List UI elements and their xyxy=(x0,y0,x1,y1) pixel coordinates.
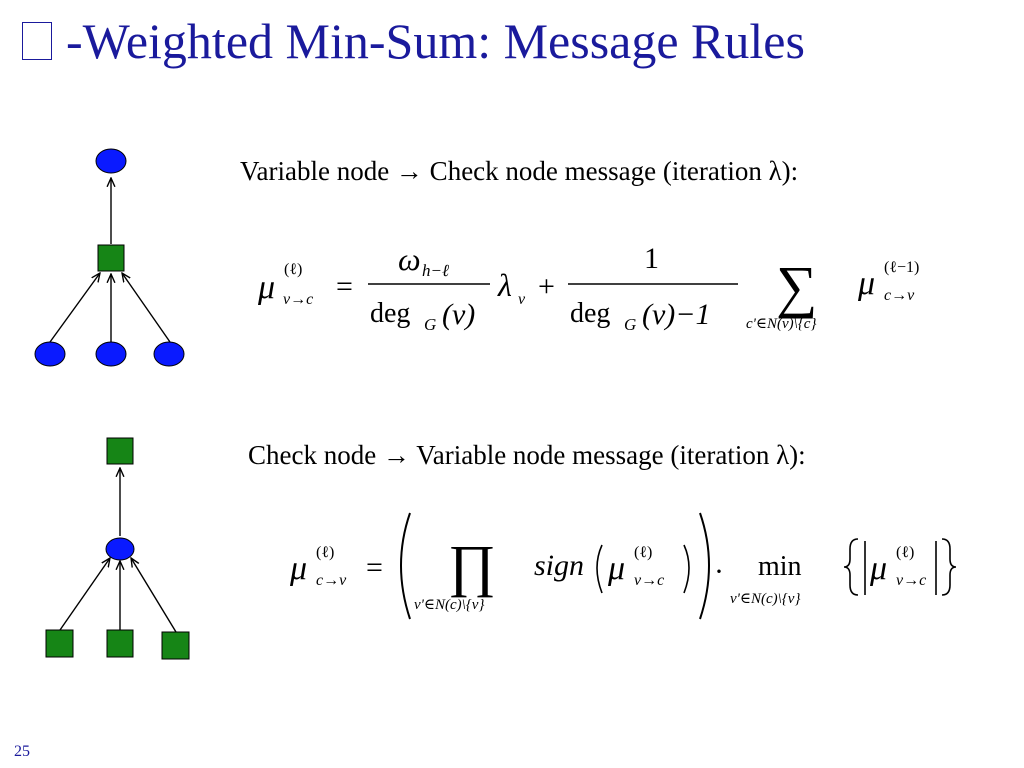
var-to-check-diagram xyxy=(34,148,185,367)
variable-node-middle xyxy=(95,341,127,367)
eq2-abs-sub: v→c xyxy=(896,572,926,589)
edge-right xyxy=(122,273,171,343)
eq1-frac2-num: 1 xyxy=(644,242,659,275)
eq1-sum-symbol: ∑ xyxy=(776,254,817,319)
eq2-right-paren xyxy=(699,512,710,620)
caption-var-to-check: Variable node → Check node message (iter… xyxy=(240,156,799,186)
eq1-lambda: λ xyxy=(497,267,512,303)
equation-var-to-check: μ (ℓ) v→c = ω h−ℓ deg G (v) λ v + 1 deg … xyxy=(257,241,919,334)
eq2-sign-lparen xyxy=(596,544,603,594)
eq1-sum-index: c'∈N(v)\{c} xyxy=(746,316,816,332)
missing-glyph-icon xyxy=(22,22,52,60)
eq2-lhs-sup: (ℓ) xyxy=(316,544,334,561)
eq1-lhs-sub: v→c xyxy=(283,291,313,308)
eq2-sign-sup: (ℓ) xyxy=(634,544,652,561)
check-node-top xyxy=(106,437,134,465)
eq2-prod-index: v'∈N(c)\{v} xyxy=(414,597,484,613)
eq2-sign-mu: μ xyxy=(607,550,625,587)
edge2-right xyxy=(131,558,177,633)
eq1-rhs-mu: μ xyxy=(857,265,875,302)
eq2-sign: sign xyxy=(534,549,584,582)
variable-node-top xyxy=(95,148,127,174)
eq2-abs-sup: (ℓ) xyxy=(896,544,914,561)
eq2-abs-mu: μ xyxy=(869,550,887,587)
eq1-frac1-num: ω xyxy=(398,241,421,277)
eq1-frac1-den: deg xyxy=(370,298,410,329)
eq1-frac1-den-sub: G xyxy=(424,315,436,334)
eq2-min-index: v'∈N(c)\{v} xyxy=(730,591,800,607)
equation-check-to-var: μ (ℓ) c→v = ∏ v'∈N(c)\{v} sign μ (ℓ) v→c… xyxy=(289,512,957,620)
title-text: -Weighted Min-Sum: Message Rules xyxy=(66,13,805,69)
edge-left xyxy=(49,273,100,343)
slide-number: 25 xyxy=(14,743,30,760)
eq1-plus: + xyxy=(538,270,555,303)
eq2-sign-rparen xyxy=(683,544,690,594)
eq2-prod-symbol: ∏ xyxy=(448,533,496,598)
eq2-left-brace xyxy=(843,538,859,596)
eq1-frac1-den-arg: (v) xyxy=(442,298,475,331)
edge2-left xyxy=(59,558,110,631)
eq2-equals: = xyxy=(366,551,383,584)
eq1-frac2-den-arg: (v)−1 xyxy=(642,298,711,331)
eq1-equals: = xyxy=(336,270,353,303)
check-node-right xyxy=(161,631,190,660)
eq1-lhs-mu: μ xyxy=(257,269,275,306)
eq1-frac2-den: deg xyxy=(570,298,610,329)
variable-node-center xyxy=(105,537,135,561)
eq1-lambda-sub: v xyxy=(518,291,526,308)
eq2-left-paren xyxy=(400,512,411,620)
eq2-dot: · xyxy=(714,555,724,588)
eq2-lhs-sub: c→v xyxy=(316,572,347,589)
variable-node-right xyxy=(153,341,185,367)
check-node-center xyxy=(97,244,125,272)
eq2-right-brace xyxy=(941,538,957,596)
caption-check-to-var: Check node → Variable node message (iter… xyxy=(248,440,806,470)
eq2-sign-sub: v→c xyxy=(634,572,664,589)
variable-node-left xyxy=(34,341,66,367)
eq1-frac2-den-sub: G xyxy=(624,315,636,334)
eq2-min: min xyxy=(758,551,802,582)
eq1-frac1-num-sub: h−ℓ xyxy=(422,261,449,280)
eq1-lhs-sup: (ℓ) xyxy=(284,261,302,278)
eq1-rhs-sub: c→v xyxy=(884,287,915,304)
check-node-left xyxy=(45,629,74,658)
check-node-middle xyxy=(106,629,134,658)
eq2-lhs-mu: μ xyxy=(289,550,307,587)
check-to-var-diagram xyxy=(45,437,190,660)
slide-title: -Weighted Min-Sum: Message Rules xyxy=(22,14,1022,69)
eq1-rhs-sup: (ℓ−1) xyxy=(884,259,919,276)
